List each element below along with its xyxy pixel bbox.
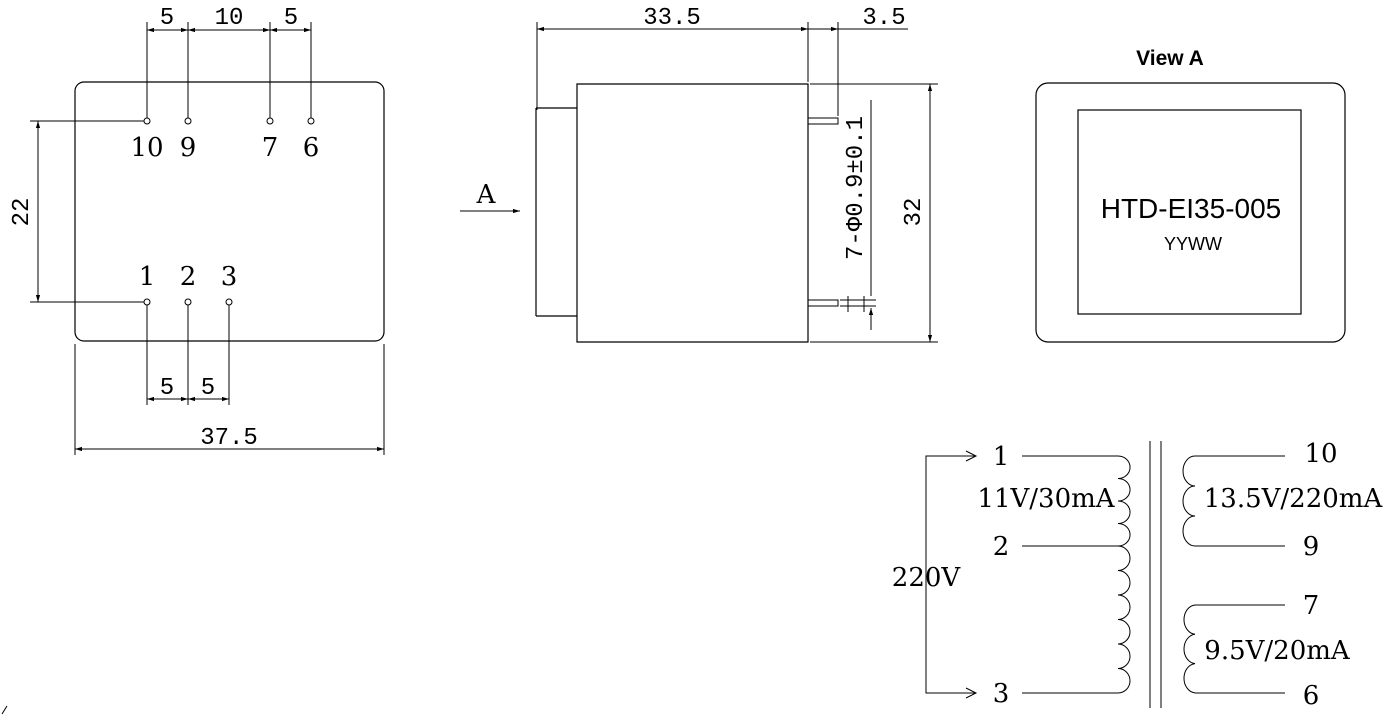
corner-mark: [1, 705, 8, 715]
primary-pin-3: 3: [993, 679, 1010, 709]
pin-label: 2: [180, 262, 197, 292]
secondary-1-rating: 13.5V/220mA: [1204, 484, 1384, 514]
dim-value: 5: [201, 375, 215, 402]
dim-value: 10: [215, 5, 244, 32]
view-a-title: View A: [1136, 47, 1204, 70]
side-view: 33.5 3.5 32 7-Φ0.9±0.1 A: [460, 5, 938, 343]
pin-3: [225, 298, 233, 306]
pin-1: [143, 298, 151, 306]
schematic: 220V 1 2 3 11V/30mA 10 9 13.5V/220mA 7 6…: [892, 439, 1384, 711]
view-a-body: [1035, 82, 1346, 343]
pin-label: 1: [139, 262, 156, 292]
dim-value: 5: [160, 375, 174, 402]
primary-pin-1: 1: [993, 442, 1010, 472]
side-pin-lower: [808, 299, 839, 307]
dim-value: 32: [901, 198, 928, 227]
side-view-body: [576, 83, 809, 343]
pin-label: 3: [221, 262, 238, 292]
secondary-1-pin-9: 9: [1303, 532, 1320, 562]
secondary-coil-1: [1182, 455, 1196, 547]
bottom-view: 10 9 7 6 1 2 3 5 10 5 22: [9, 5, 385, 455]
width-dimension: 37.5: [74, 344, 385, 455]
side-pin-upper: [808, 117, 839, 125]
label-area: [1077, 109, 1302, 315]
pin-label: 7: [262, 133, 279, 163]
pin-7: [266, 117, 274, 125]
view-a: View A HTD-EI35-005 YYWW: [1035, 47, 1346, 343]
pin-9: [184, 117, 192, 125]
top-dimension: 5 10 5: [146, 5, 312, 118]
secondary-2-rating: 9.5V/20mA: [1204, 636, 1351, 666]
pin-6: [307, 117, 315, 125]
secondary-1-pin-10: 10: [1304, 439, 1337, 469]
primary-pin-2: 2: [993, 532, 1010, 562]
secondary-2-pin-7: 7: [1303, 591, 1320, 621]
primary-voltage: 220V: [892, 563, 962, 593]
pin-2: [184, 298, 192, 306]
dim-value: 37.5: [200, 425, 258, 452]
row-spacing-dimension: 22: [9, 120, 144, 303]
view-arrow-label: A: [476, 180, 497, 210]
date-code: YYWW: [1164, 234, 1222, 254]
model-number: HTD-EI35-005: [1101, 193, 1282, 224]
secondary-coil-2: [1183, 604, 1196, 694]
dim-value: 33.5: [643, 5, 701, 32]
pin-label: 10: [130, 133, 163, 163]
dim-value: 22: [9, 198, 36, 227]
secondary-2-pin-6: 6: [1303, 681, 1320, 711]
tap-rating: 11V/30mA: [977, 484, 1115, 514]
pin-label: 6: [303, 133, 320, 163]
dim-value: 3.5: [862, 5, 905, 32]
dim-value: 5: [284, 5, 298, 32]
primary-coil: [1117, 455, 1131, 694]
pin-spec: 7-Φ0.9±0.1: [843, 116, 870, 260]
dim-value: 5: [160, 5, 174, 32]
bottom-pin-dimension: 5 5: [146, 305, 230, 405]
pin-10: [143, 117, 151, 125]
pin-label: 9: [180, 133, 197, 163]
